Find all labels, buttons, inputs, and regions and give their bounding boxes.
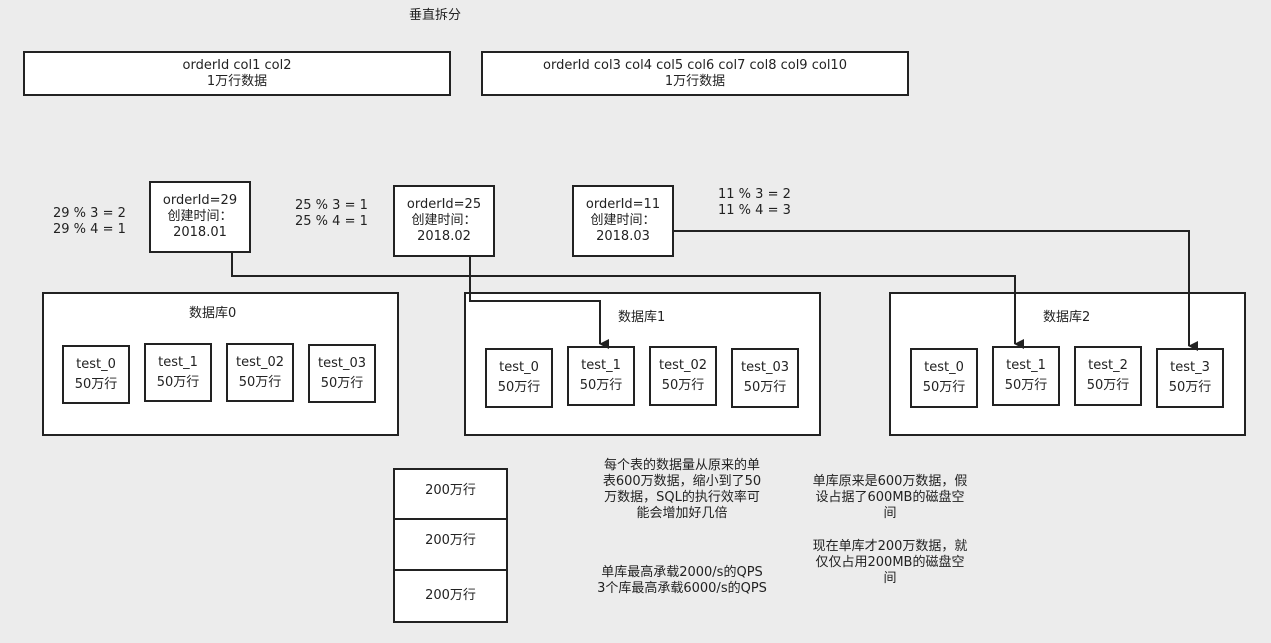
table-box: test_3 50万行 [1156,348,1224,408]
note-line: 仅仅占用200MB的磁盘空 [815,555,965,570]
vertical-split-left-columns: orderId col1 col2 [182,57,292,73]
database-name: 数据库0 [189,306,237,321]
table-rows: 50万行 [74,376,118,392]
order-time-label: 创建时间： [167,209,233,224]
order-11-mod4: 11 % 4 = 3 [718,203,791,218]
table-name: test_02 [658,358,707,373]
stack-segment-label: 200万行 [425,533,476,548]
table-box: test_1 50万行 [567,346,635,406]
table-name: test_1 [581,358,621,373]
table-box: test_1 50万行 [144,343,212,402]
table-rows: 50万行 [238,374,282,390]
note-line: 单库最高承载2000/s的QPS [601,565,763,580]
table-box: test_03 50万行 [731,348,799,408]
order-box-29: orderId=29 创建时间： 2018.01 [149,181,251,253]
stack-segment: 200万行 [393,569,508,623]
stack-segment-label: 200万行 [425,588,476,603]
table-box: test_2 50万行 [1074,346,1142,406]
order-11-mod3: 11 % 3 = 2 [718,187,791,202]
table-box: test_03 50万行 [308,344,376,403]
table-name: test_02 [235,354,284,370]
stack-segment: 200万行 [393,468,508,520]
vertical-split-right-rows: 1万行数据 [664,73,726,89]
order-29-mod3: 29 % 3 = 2 [53,206,126,221]
order-date: 2018.02 [417,229,471,244]
note-line: 每个表的数据量从原来的单 [603,458,760,473]
note-line: 万数据，SQL的执行效率可 [604,490,760,505]
order-date: 2018.01 [173,225,227,240]
note-line: 单库原来是600万数据，假 [812,474,968,489]
note-line: 能会增加好几倍 [636,506,728,521]
note-qps: 单库最高承载2000/s的QPS 3个库最高承载6000/s的QPS [572,565,792,597]
order-29-mod4: 29 % 4 = 1 [53,222,126,237]
order-25-mod3: 25 % 3 = 1 [295,198,368,213]
table-box: test_1 50万行 [992,346,1060,406]
vertical-split-right-box: orderId col3 col4 col5 col6 col7 col8 co… [481,51,909,96]
note-line: 现在单库才200万数据，就 [812,539,968,554]
table-name: test_0 [499,360,539,375]
table-name: test_1 [158,354,198,370]
note-line: 3个库最高承载6000/s的QPS [597,581,767,596]
table-rows: 50万行 [320,375,364,391]
note-disk-after: 现在单库才200万数据，就 仅仅占用200MB的磁盘空 间 [790,539,990,587]
table-name: test_3 [1170,360,1210,375]
order-id: orderId=25 [406,197,482,212]
table-name: test_03 [317,355,366,371]
vertical-split-left-box: orderId col1 col2 1万行数据 [23,51,451,96]
stack-segment: 200万行 [393,518,508,571]
table-box: test_0 50万行 [485,348,553,408]
table-name: test_2 [1088,358,1128,373]
table-rows: 50万行 [1004,378,1048,393]
stack-segment-label: 200万行 [425,483,476,498]
order-id: orderId=11 [585,197,661,212]
table-rows: 50万行 [661,378,705,393]
table-rows: 50万行 [579,378,623,393]
table-box: test_02 50万行 [226,343,294,402]
database-name: 数据库1 [618,310,666,325]
order-date: 2018.03 [596,229,650,244]
note-line: 设占据了600MB的磁盘空 [815,490,965,505]
table-name: test_0 [76,356,116,372]
order-25-mod4: 25 % 4 = 1 [295,214,368,229]
order-box-11: orderId=11 创建时间： 2018.03 [572,185,674,257]
note-disk-before: 单库原来是600万数据，假 设占据了600MB的磁盘空 间 [790,474,990,522]
table-rows: 50万行 [497,380,541,395]
table-rows: 50万行 [1086,378,1130,393]
database-name: 数据库2 [1043,310,1091,325]
order-id: orderId=29 [162,193,238,208]
note-line: 间 [883,506,897,521]
table-box: test_0 50万行 [910,348,978,408]
table-name: test_0 [924,360,964,375]
table-name: test_1 [1006,358,1046,373]
order-box-25: orderId=25 创建时间： 2018.02 [393,185,495,257]
vertical-split-left-rows: 1万行数据 [206,73,268,89]
note-efficiency: 每个表的数据量从原来的单 表600万数据，缩小到了50 万数据，SQL的执行效率… [582,458,782,522]
table-rows: 50万行 [1168,380,1212,395]
order-time-label: 创建时间： [411,213,477,228]
table-name: test_03 [740,360,789,375]
note-line: 表600万数据，缩小到了50 [602,474,762,489]
table-rows: 50万行 [922,380,966,395]
table-box: test_02 50万行 [649,346,717,406]
diagram-title: 垂直拆分 [409,8,462,23]
table-rows: 50万行 [156,374,200,390]
vertical-split-right-columns: orderId col3 col4 col5 col6 col7 col8 co… [543,57,847,73]
table-box: test_0 50万行 [62,345,130,404]
note-line: 间 [883,571,897,586]
order-time-label: 创建时间： [590,213,656,228]
table-rows: 50万行 [743,380,787,395]
